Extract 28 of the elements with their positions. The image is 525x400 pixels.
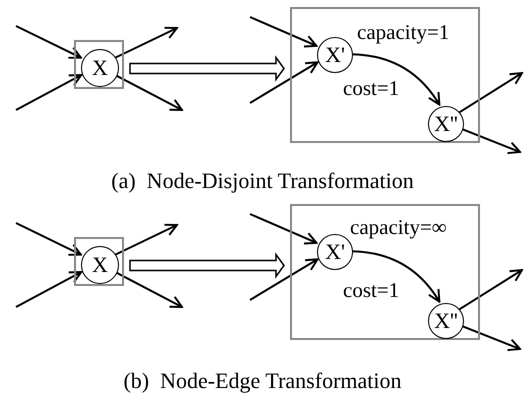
arrow	[16, 74, 82, 111]
caption: (a) Node-Disjoint Transformation	[110, 170, 415, 192]
arrow	[249, 258, 319, 301]
arrow	[250, 16, 318, 48]
arrow	[249, 61, 319, 104]
arrow	[250, 213, 318, 244]
arrow	[460, 128, 521, 154]
arrow	[114, 74, 183, 111]
node-box	[74, 40, 124, 89]
annotation-text: capacity=1	[357, 22, 450, 43]
arrow	[114, 270, 183, 308]
arrow	[114, 26, 178, 59]
annotation-text: cost=1	[343, 280, 400, 301]
node-box	[74, 237, 124, 286]
arrow	[16, 271, 82, 308]
arrow	[16, 25, 82, 59]
caption: (b) Node-Edge Transformation	[122, 370, 402, 392]
arrow	[114, 224, 178, 256]
node-box	[290, 7, 480, 143]
arrow	[460, 324, 521, 352]
arrow	[458, 269, 523, 310]
node-box	[290, 204, 480, 340]
arrow	[458, 72, 523, 114]
hollow-arrow	[129, 252, 285, 279]
hollow-arrow	[129, 55, 285, 82]
annotation-text: capacity=∞	[350, 217, 447, 238]
annotation-text: cost=1	[343, 78, 400, 99]
arrow	[16, 222, 82, 256]
